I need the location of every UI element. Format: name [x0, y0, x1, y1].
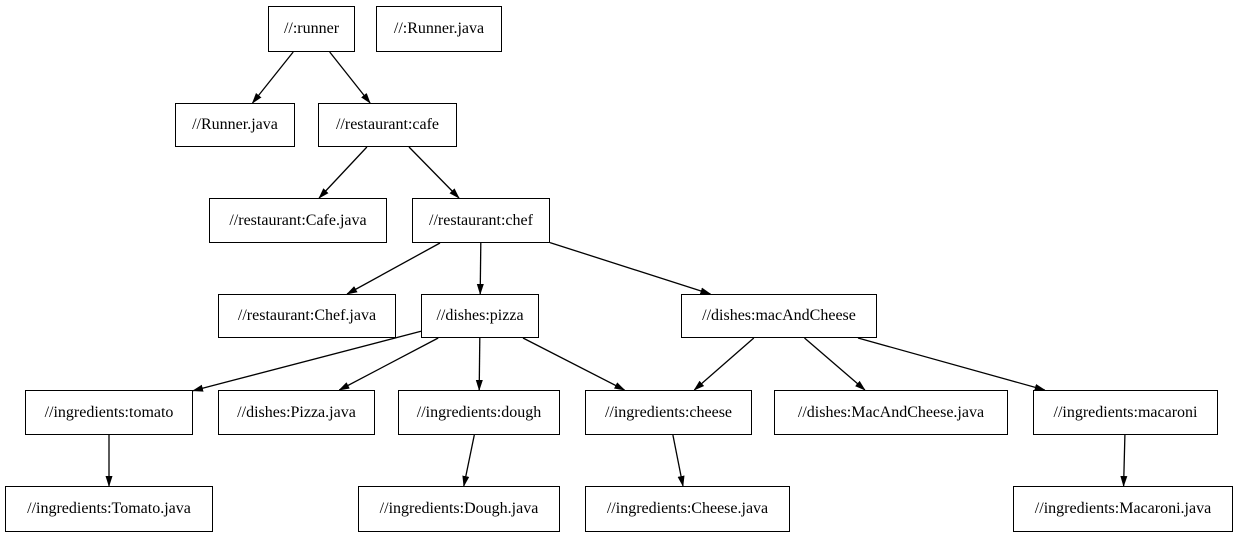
node-runner_java: //Runner.java	[175, 103, 295, 147]
edge-restaurant_cafe-to-restaurant_cafe_java	[318, 146, 368, 199]
edge-restaurant_chef-to-dishes_macandcheese	[549, 241, 712, 295]
node-restaurant_cafe_java: //restaurant:Cafe.java	[209, 198, 387, 243]
node-dishes_pizza: //dishes:pizza	[421, 294, 539, 338]
edge-dishes_macandcheese-to-ingredients_macaroni	[857, 337, 1046, 391]
node-label: //dishes:macAndCheese	[702, 307, 856, 324]
edge-root_runner-to-restaurant_cafe	[329, 51, 371, 104]
edge-restaurant_cafe-to-restaurant_chef	[408, 146, 460, 199]
node-restaurant_cafe: //restaurant:cafe	[318, 103, 457, 147]
edge-ingredients_dough-to-ingredients_dough_java	[462, 434, 475, 487]
node-label: //ingredients:cheese	[604, 403, 733, 421]
edge-restaurant_chef-to-restaurant_chef_java	[346, 242, 441, 295]
node-ingredients_macaroni: //ingredients:macaroni	[1033, 390, 1218, 435]
node-label: //dishes:MacAndCheese.java	[797, 403, 985, 421]
node-root_runner_java: //:Runner.java	[376, 6, 502, 52]
edge-dishes_macandcheese-to-ingredients_cheese	[693, 337, 755, 391]
node-label: //ingredients:Dough.java	[379, 500, 539, 517]
node-dishes_pizza_java: //dishes:Pizza.java	[218, 390, 375, 435]
node-label: //ingredients:dough	[416, 403, 542, 421]
node-label: //dishes:Pizza.java	[237, 403, 356, 421]
node-label: //restaurant:Cafe.java	[229, 211, 367, 229]
edge-root_runner-to-runner_java	[251, 51, 294, 104]
node-ingredients_cheese_java: //ingredients:Cheese.java	[585, 486, 790, 532]
edge-ingredients_macaroni-to-ingredients_macaroni_java	[1120, 434, 1128, 487]
edge-restaurant_chef-to-dishes_pizza	[476, 242, 484, 295]
node-ingredients_tomato_java: //ingredients:Tomato.java	[5, 486, 213, 532]
node-label: //Runner.java	[192, 116, 278, 133]
node-label: //ingredients:Tomato.java	[27, 500, 191, 517]
node-label: //:Runner.java	[393, 20, 485, 37]
node-ingredients_dough: //ingredients:dough	[398, 390, 560, 435]
node-restaurant_chef: //restaurant:chef	[412, 198, 550, 243]
node-root_runner: //:runner	[268, 6, 355, 52]
node-label: //ingredients:tomato	[44, 403, 174, 421]
node-label: //ingredients:macaroni	[1053, 403, 1198, 421]
node-ingredients_tomato: //ingredients:tomato	[25, 390, 193, 435]
edge-dishes_pizza-to-dishes_pizza_java	[338, 337, 439, 391]
node-label: //restaurant:Chef.java	[237, 307, 377, 324]
node-dishes_macandcheese: //dishes:macAndCheese	[681, 294, 877, 338]
edge-dishes_macandcheese-to-dishes_macandcheese_java	[804, 337, 866, 391]
edge-dishes_pizza-to-ingredients_dough	[475, 337, 483, 391]
edge-dishes_pizza-to-ingredients_tomato	[192, 330, 422, 392]
edge-dishes_pizza-to-ingredients_cheese	[522, 337, 626, 391]
node-dishes_macandcheese_java: //dishes:MacAndCheese.java	[774, 390, 1008, 435]
node-ingredients_cheese: //ingredients:cheese	[585, 390, 752, 435]
edge-ingredients_cheese-to-ingredients_cheese_java	[672, 434, 685, 487]
node-ingredients_dough_java: //ingredients:Dough.java	[358, 486, 560, 532]
node-label: //dishes:pizza	[436, 307, 524, 324]
node-label: //restaurant:chef	[429, 211, 533, 229]
node-label: //ingredients:Macaroni.java	[1034, 500, 1212, 517]
node-ingredients_macaroni_java: //ingredients:Macaroni.java	[1013, 486, 1233, 532]
node-restaurant_chef_java: //restaurant:Chef.java	[218, 294, 396, 338]
node-label: //restaurant:cafe	[335, 116, 440, 133]
node-label: //ingredients:Cheese.java	[606, 500, 769, 517]
node-label: //:runner	[283, 20, 340, 37]
